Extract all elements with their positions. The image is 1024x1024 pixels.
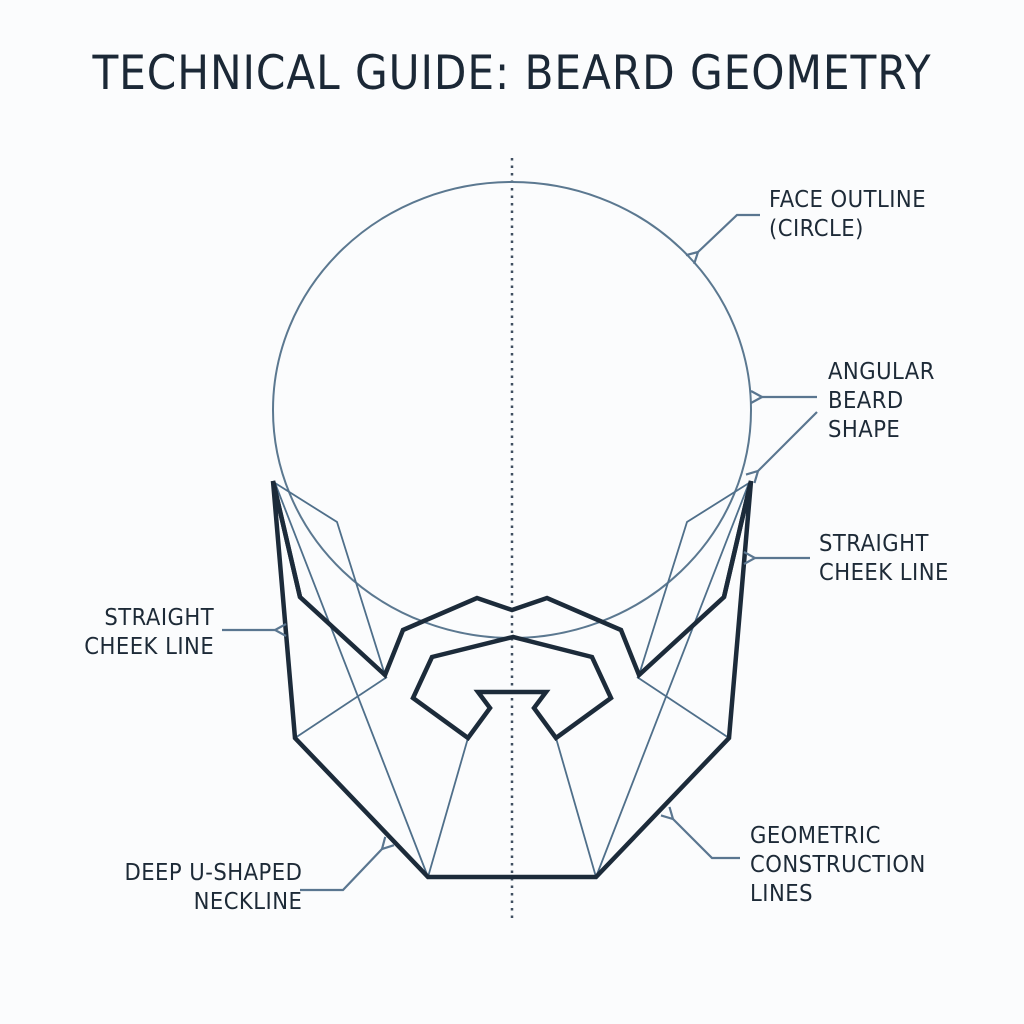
beard-upper-outline [270,480,754,679]
arrow-construction [673,819,740,860]
label-line: FACE OUTLINE [769,187,927,213]
label-line: (CIRCLE) [769,216,864,242]
label-line: DEEP U-SHAPED [124,860,302,886]
construction-line-right-diagonal [595,482,750,878]
label-line: NECKLINE [193,889,302,915]
construction-line-left-diagonal [274,482,429,878]
label-line: CHEEK LINE [84,634,214,660]
construction-line-left-jaw [294,676,388,739]
label-line: STRAIGHT [819,531,929,557]
beard-outline [270,480,754,880]
label-straight-cheek-right: STRAIGHT CHEEK LINE [819,530,949,588]
label-line: LINES [750,881,813,907]
label-line: STRAIGHT [104,605,214,631]
callout-arrows [222,213,818,892]
label-line: GEOMETRIC [750,823,881,849]
construction-line-right-chin [555,737,597,878]
construction-line-right-jaw [636,676,730,739]
construction-line-right-upper [638,482,750,676]
arrow-face-outline [698,213,760,252]
beard-outer-outline [270,480,754,880]
construction-lines [274,482,750,878]
arrow-angular-beard-2 [758,411,818,471]
label-face-outline: FACE OUTLINE (CIRCLE) [769,186,926,244]
construction-line-left-upper [274,482,386,676]
label-line: ANGULAR [828,359,935,385]
diagram-title: TECHNICAL GUIDE: BEARD GEOMETRY [92,46,932,101]
construction-line-left-chin [427,737,469,878]
label-line: BEARD [828,388,904,414]
label-line: SHAPE [828,417,901,443]
label-angular-beard: ANGULAR BEARD SHAPE [828,358,935,445]
mouth-goatee-outline [410,634,614,742]
label-neckline: DEEP U-SHAPED NECKLINE [124,859,302,917]
label-straight-cheek-left: STRAIGHT CHEEK LINE [84,604,214,662]
label-line: CONSTRUCTION [750,852,926,878]
arrow-neckline [300,849,382,892]
label-construction-lines: GEOMETRIC CONSTRUCTION LINES [750,822,926,909]
label-line: CHEEK LINE [819,560,949,586]
